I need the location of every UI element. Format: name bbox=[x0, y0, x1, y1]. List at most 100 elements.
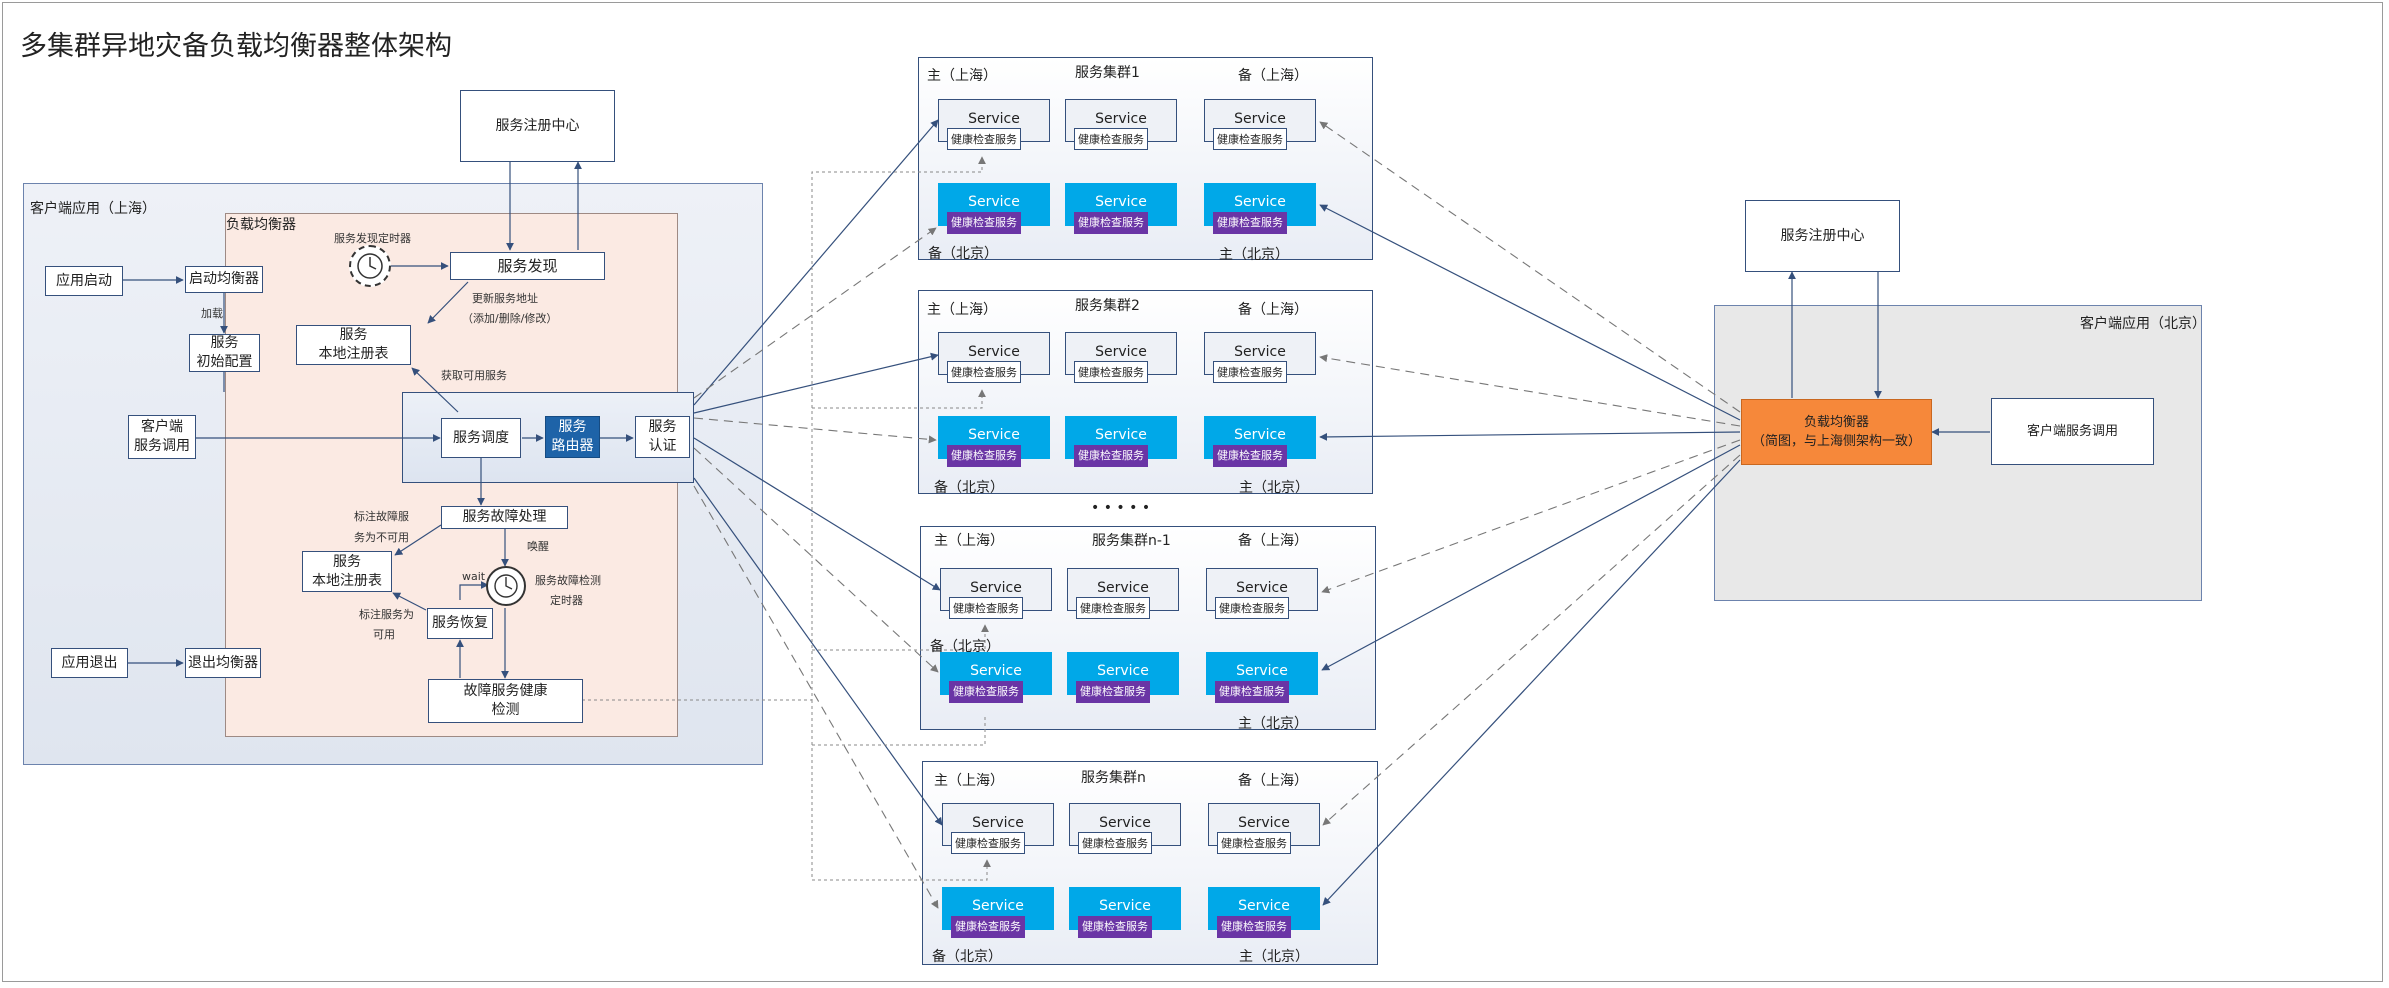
arrow-fault-to-localreg2 bbox=[394, 524, 442, 556]
load-balancer-beijing-line1: 负载均衡器 bbox=[1803, 415, 1869, 430]
service-label: Service bbox=[1234, 344, 1286, 360]
mark-available-label-2: 可用 bbox=[373, 628, 395, 641]
service-label: Service bbox=[1234, 194, 1286, 210]
health-check-service: 健康检查服务 bbox=[1074, 212, 1148, 234]
health-check-service: 健康检查服务 bbox=[949, 681, 1023, 703]
fault-detect-timer-label-1: 服务故障检测 bbox=[535, 574, 601, 587]
local-registry-1-line2: 本地注册表 bbox=[318, 346, 389, 362]
health-check-service: 健康检查服务 bbox=[1074, 361, 1148, 383]
service-init-config-box: 服务 初始配置 bbox=[189, 334, 260, 372]
load-balancer-beijing-line2: （简图，与上海侧架构一致） bbox=[1751, 434, 1921, 449]
service-router-box: 服务 路由器 bbox=[545, 416, 600, 458]
cluster-1-backup-sh-label: 备（上海） bbox=[1238, 68, 1308, 84]
service-label: Service bbox=[1236, 663, 1288, 679]
cluster-n1-backup-bj-label: 备（北京） bbox=[930, 639, 1000, 655]
health-check-service: 健康检查服务 bbox=[951, 832, 1025, 854]
service-init-config-line2: 初始配置 bbox=[196, 354, 253, 370]
load-balancer-beijing: 负载均衡器 （简图，与上海侧架构一致） bbox=[1741, 399, 1932, 465]
fault-health-check-box: 故障服务健康 检测 bbox=[428, 679, 583, 723]
load-label: 加载 bbox=[201, 307, 223, 320]
health-check-service: 健康检查服务 bbox=[951, 916, 1025, 938]
discovery-timer-icon bbox=[349, 245, 391, 287]
mark-unavailable-label-2: 务为不可用 bbox=[354, 531, 409, 544]
health-check-service: 健康检查服务 bbox=[947, 445, 1021, 467]
page-title: 多集群异地灾备负载均衡器整体架构 bbox=[20, 31, 452, 62]
dashed-router-to-clustern1-bj bbox=[693, 447, 939, 673]
service-label: Service bbox=[1095, 344, 1147, 360]
client-call-line2: 服务调用 bbox=[134, 438, 190, 454]
service-label: Service bbox=[1095, 194, 1147, 210]
health-check-service: 健康检查服务 bbox=[1074, 128, 1148, 150]
health-check-service: 健康检查服务 bbox=[1217, 832, 1291, 854]
health-check-service: 健康检查服务 bbox=[947, 128, 1021, 150]
update-address-label-2: （添加/删除/修改） bbox=[462, 312, 558, 325]
dotted-health-check-bus bbox=[582, 156, 986, 701]
dotted-bus-to-cluster2 bbox=[812, 389, 986, 409]
app-start-box: 应用启动 bbox=[45, 266, 123, 296]
arrow-router-to-cluster1-main bbox=[693, 119, 939, 406]
cluster-ellipsis: • • • • • bbox=[1091, 500, 1151, 516]
cluster-2-main-sh-label: 主（上海） bbox=[927, 302, 997, 318]
health-check-service: 健康检查服务 bbox=[1076, 681, 1150, 703]
arrow-bj-lb-to-cluster1-bj-main bbox=[1319, 204, 1741, 421]
arrow-schedule-to-localreg bbox=[411, 367, 459, 413]
cluster-2-main-bj-label: 主（北京） bbox=[1239, 480, 1309, 496]
dotted-bus-to-clustern bbox=[811, 700, 991, 881]
wait-label: wait bbox=[462, 570, 486, 583]
cluster-2-name: 服务集群2 bbox=[1075, 298, 1140, 314]
arrow-discovery-to-localreg bbox=[427, 281, 469, 324]
arrow-bj-lb-to-clustern1-bj-main bbox=[1321, 444, 1741, 671]
arrow-recover-to-timer bbox=[459, 581, 489, 600]
health-check-service: 健康检查服务 bbox=[1074, 445, 1148, 467]
arrow-bj-lb-to-clustern-bj-main bbox=[1322, 459, 1741, 906]
local-registry-1-line1: 服务 bbox=[339, 327, 368, 343]
service-label: Service bbox=[968, 111, 1020, 127]
arrow-router-to-cluster2-main bbox=[693, 352, 939, 414]
health-check-service: 健康检查服务 bbox=[947, 212, 1021, 234]
service-label: Service bbox=[968, 344, 1020, 360]
health-check-service: 健康检查服务 bbox=[1213, 128, 1287, 150]
health-check-service: 健康检查服务 bbox=[947, 361, 1021, 383]
local-registry-box-2: 服务 本地注册表 bbox=[302, 551, 392, 592]
health-check-service: 健康检查服务 bbox=[1213, 212, 1287, 234]
service-label: Service bbox=[1097, 663, 1149, 679]
dashed-router-to-cluster1-bj bbox=[693, 227, 937, 399]
service-recovery-box: 服务恢复 bbox=[427, 608, 493, 639]
service-label: Service bbox=[972, 815, 1024, 831]
service-label: Service bbox=[1238, 815, 1290, 831]
service-registry-beijing: 服务注册中心 bbox=[1745, 200, 1900, 272]
client-app-beijing-label: 客户端应用（北京） bbox=[2080, 316, 2206, 332]
discovery-timer-label: 服务发现定时器 bbox=[334, 232, 411, 245]
dashed-router-to-clustern-bj bbox=[693, 485, 939, 909]
app-exit-box: 应用退出 bbox=[51, 648, 128, 678]
dashed-bj-lb-to-clustern-sh bbox=[1322, 454, 1741, 826]
health-check-service: 健康检查服务 bbox=[949, 597, 1023, 619]
arrow-bj-lb-to-cluster2-bj-main bbox=[1319, 431, 1741, 441]
client-call-box-shanghai: 客户端 服务调用 bbox=[128, 415, 196, 459]
health-check-service: 健康检查服务 bbox=[1078, 832, 1152, 854]
service-scheduling-box: 服务调度 bbox=[441, 418, 521, 458]
service-label: Service bbox=[1095, 111, 1147, 127]
service-label: Service bbox=[1099, 815, 1151, 831]
dashed-bj-lb-to-clustern1-sh bbox=[1321, 439, 1741, 594]
client-app-shanghai-label: 客户端应用（上海） bbox=[30, 201, 156, 217]
cluster-n-backup-bj-label: 备（北京） bbox=[932, 949, 1002, 965]
service-label: Service bbox=[1238, 898, 1290, 914]
cluster-n1-name: 服务集群n-1 bbox=[1092, 533, 1171, 549]
cluster-n1-main-sh-label: 主（上海） bbox=[934, 533, 1004, 549]
fault-detect-timer-icon bbox=[486, 566, 526, 606]
service-registry-shanghai: 服务注册中心 bbox=[460, 90, 615, 162]
service-label: Service bbox=[1234, 111, 1286, 127]
client-call-line1: 客户端 bbox=[141, 419, 183, 435]
cluster-1-main-bj-label: 主（北京） bbox=[1219, 247, 1289, 263]
wake-label: 唤醒 bbox=[527, 540, 549, 553]
service-label: Service bbox=[972, 898, 1024, 914]
client-call-box-beijing: 客户端服务调用 bbox=[1991, 398, 2154, 465]
cluster-n-main-bj-label: 主（北京） bbox=[1239, 949, 1309, 965]
service-init-config-line1: 服务 bbox=[210, 335, 239, 351]
health-check-service: 健康检查服务 bbox=[1213, 361, 1287, 383]
health-check-service: 健康检查服务 bbox=[1078, 916, 1152, 938]
fault-health-check-line1: 故障服务健康 bbox=[463, 683, 548, 699]
